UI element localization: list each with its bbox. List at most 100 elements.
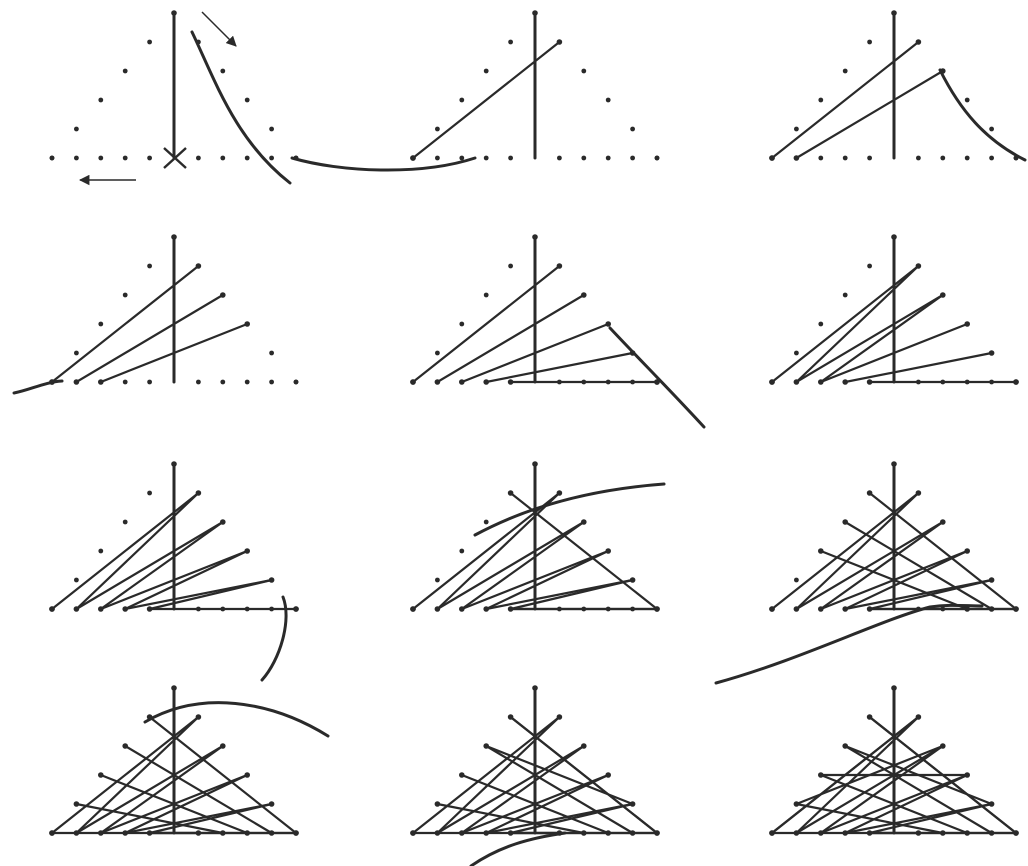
- guide-dot: [940, 155, 946, 161]
- string-line: [50, 264, 200, 384]
- pin-dot: [605, 772, 611, 778]
- pin-dot: [842, 743, 848, 749]
- string-line: [485, 351, 634, 384]
- guide-dot: [605, 155, 611, 161]
- guide-dot: [220, 379, 226, 385]
- string-line: [411, 40, 561, 160]
- pin-dot: [98, 606, 104, 612]
- pin-dot: [268, 801, 275, 807]
- guide-dot: [605, 606, 611, 612]
- pin-dot: [195, 490, 202, 496]
- pin-dot: [483, 830, 490, 836]
- guide-dot: [244, 606, 250, 612]
- pin-dot: [964, 606, 970, 612]
- guide-dot: [842, 68, 848, 74]
- guide-dot: [74, 155, 79, 161]
- pin-dot: [769, 830, 775, 836]
- pin-dot: [915, 714, 922, 720]
- pin-dot: [459, 772, 465, 778]
- guide-dot: [435, 577, 440, 583]
- guide-dot: [122, 292, 128, 298]
- guide-dot: [435, 350, 440, 356]
- pin-dot: [410, 606, 416, 612]
- pin-dot: [220, 519, 226, 525]
- pin-dot: [220, 292, 226, 298]
- pin-dot: [410, 379, 416, 385]
- string-line: [819, 293, 944, 384]
- pin-dot: [581, 292, 587, 298]
- guide-dot: [581, 155, 587, 161]
- string-line: [485, 744, 634, 806]
- string-line: [75, 491, 200, 611]
- pin-dot: [818, 379, 824, 385]
- pin-dot: [915, 39, 922, 45]
- guide-dot: [459, 548, 465, 554]
- guide-dot: [74, 577, 79, 583]
- guide-dot: [196, 606, 201, 612]
- string-line: [844, 520, 993, 611]
- pin-dot: [818, 606, 824, 612]
- string-line: [75, 802, 224, 835]
- guide-dot: [459, 97, 465, 103]
- pin-dot: [507, 379, 514, 385]
- pin-dot: [605, 548, 611, 554]
- string-line: [124, 549, 249, 611]
- loose-thread: [469, 831, 567, 866]
- pin-dot: [769, 155, 775, 161]
- pin-dot: [866, 830, 873, 836]
- pin-dot: [73, 606, 80, 612]
- pin-dot: [654, 830, 660, 836]
- apex-dot: [171, 685, 177, 691]
- guide-dot: [459, 321, 465, 327]
- guide-dot: [147, 39, 153, 45]
- pin-dot: [146, 830, 153, 836]
- guide-dot: [630, 606, 635, 612]
- guide-dot: [916, 155, 921, 161]
- guide-dot: [630, 155, 635, 161]
- pin-dot: [73, 379, 80, 385]
- string-line: [436, 802, 585, 835]
- panel-step-5: [410, 234, 660, 385]
- guide-dot: [269, 350, 274, 356]
- string-line: [124, 773, 249, 835]
- pin-dot: [940, 519, 946, 525]
- guide-dot: [435, 155, 440, 161]
- pin-dot: [866, 606, 873, 612]
- loose-thread: [260, 595, 288, 682]
- pin-dot: [73, 801, 80, 807]
- apex-dot: [171, 234, 177, 240]
- guide-dot: [867, 263, 872, 269]
- string-line: [819, 520, 944, 611]
- guide-dot: [989, 155, 994, 161]
- panel-step-1: [49, 10, 299, 161]
- pin-dot: [964, 321, 970, 327]
- pin-dot: [410, 155, 416, 161]
- guide-dot: [940, 379, 946, 385]
- pin-dot: [940, 743, 946, 749]
- loose-thread: [938, 68, 1027, 162]
- apex-dot: [532, 461, 538, 467]
- pin-dot: [410, 830, 416, 836]
- pin-dot: [434, 830, 441, 836]
- guide-dot: [794, 126, 799, 132]
- apex-dot: [532, 234, 538, 240]
- string-line: [795, 293, 944, 384]
- guide-dot: [269, 379, 274, 385]
- guide-dot: [220, 68, 226, 74]
- loose-thread: [290, 156, 477, 172]
- string-line: [75, 520, 224, 611]
- guide-dot: [196, 379, 201, 385]
- pin-dot: [98, 379, 104, 385]
- pin-dot: [195, 830, 202, 836]
- pin-dot: [988, 801, 995, 807]
- pin-dot: [556, 263, 563, 269]
- loose-thread: [473, 482, 666, 537]
- apex-dot: [891, 685, 897, 691]
- pin-dot: [866, 714, 873, 720]
- guide-dot: [964, 97, 970, 103]
- pin-dot: [818, 830, 824, 836]
- panel-step-2: [410, 10, 660, 161]
- string-line: [485, 773, 610, 835]
- pin-dot: [268, 830, 275, 836]
